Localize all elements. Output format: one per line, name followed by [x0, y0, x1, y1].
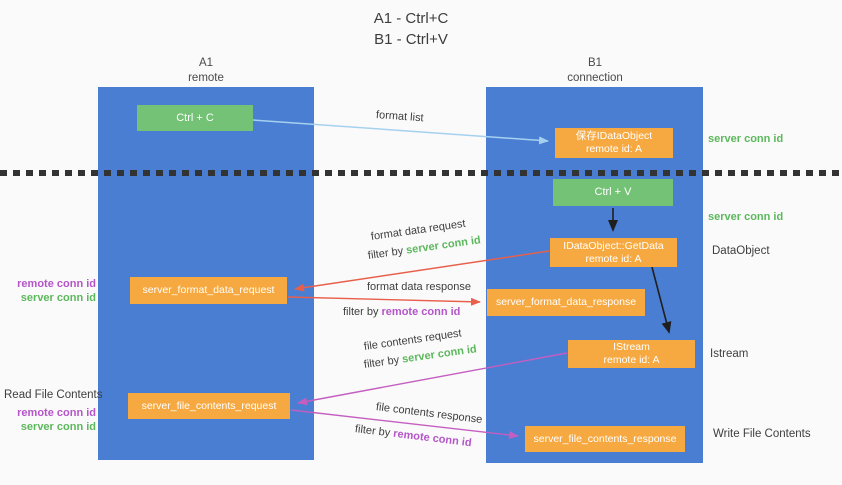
save-dataobject-box: 保存IDataObject remote id: A	[555, 128, 673, 158]
server-file-contents-response-label: server_file_contents_response	[533, 432, 677, 445]
format-data-response-label: format data response	[367, 281, 471, 293]
filter-by-text: filter by	[363, 354, 400, 371]
server-format-data-request-label: server_format_data_request	[142, 284, 275, 296]
write-file-contents-annotation: Write File Contents	[713, 428, 811, 440]
server-conn-id-annotation-mid: server conn id	[708, 211, 784, 223]
read-file-contents-annotation: Read File Contents	[4, 389, 103, 401]
istream-box: IStream remote id: A	[568, 340, 695, 368]
lifeline-b1-name: B1	[587, 57, 603, 69]
server-file-contents-response-box: server_file_contents_response	[525, 426, 685, 452]
server-conn-id-key: server conn id	[401, 343, 478, 366]
server-conn-id-annotation-left-bottom: server conn id	[20, 421, 96, 433]
istream-line1: IStream	[613, 341, 650, 353]
file-contents-response-label: file contents response	[375, 401, 483, 426]
lifeline-header-a1: A1 remote	[146, 56, 266, 86]
server-conn-id-key: server conn id	[405, 234, 482, 257]
title-line-b1: B1 - Ctrl+V	[374, 31, 448, 48]
save-dataobject-text: 保存IDataObject remote id: A	[576, 130, 652, 156]
format-list-label: format list	[375, 109, 424, 125]
ctrl-c-box: Ctrl + C	[137, 105, 253, 131]
filter-by-text: filter by	[354, 423, 391, 440]
server-conn-id-annotation-top: server conn id	[708, 133, 784, 145]
lifeline-a1-role: remote	[188, 72, 224, 84]
server-file-contents-request-label: server_file_contents_request	[141, 399, 277, 412]
save-dataobject-line2: remote id: A	[585, 143, 642, 155]
filter-by-text: filter by	[367, 245, 404, 262]
getdata-line1: IDataObject::GetData	[563, 239, 664, 252]
diagram-title: A1 - Ctrl+C B1 - Ctrl+V	[311, 8, 511, 50]
server-file-contents-request-box: server_file_contents_request	[128, 393, 290, 419]
format-data-response-filter: filter by remote conn id	[343, 306, 460, 318]
remote-conn-id-annotation-top: remote conn id	[17, 278, 96, 290]
istream-text: IStream remote id: A	[603, 341, 659, 367]
remote-conn-id-annotation-bottom: remote conn id	[17, 407, 96, 419]
lifeline-b1-role: connection	[567, 72, 623, 84]
remote-conn-id-key: remote conn id	[392, 427, 473, 450]
ctrl-c-label: Ctrl + C	[176, 111, 214, 124]
ctrl-v-box: Ctrl + V	[553, 179, 673, 206]
filter-by-text: filter by	[343, 306, 379, 318]
arrow-format-data-response	[287, 296, 481, 306]
ctrl-v-label: Ctrl + V	[594, 186, 632, 198]
lifeline-header-b1: B1 connection	[535, 56, 655, 86]
dotted-separator-line	[0, 170, 842, 176]
getdata-box: IDataObject::GetData remote id: A	[550, 238, 677, 267]
istream-annotation: Istream	[710, 348, 749, 360]
server-format-data-response-label: server_format_data_response	[495, 296, 637, 308]
getdata-line2: remote id: A	[585, 252, 642, 265]
getdata-text: IDataObject::GetData remote id: A	[563, 240, 663, 266]
server-conn-id-annotation-left-top: server conn id	[20, 292, 96, 304]
dataobject-annotation: DataObject	[712, 245, 770, 257]
istream-line2: remote id: A	[603, 354, 660, 366]
file-contents-response-filter: filter by remote conn id	[354, 423, 472, 449]
remote-conn-id-key: remote conn id	[381, 306, 461, 318]
title-line-a1: A1 - Ctrl+C	[373, 10, 449, 27]
save-dataobject-line1: 保存IDataObject	[575, 130, 653, 142]
server-format-data-request-box: server_format_data_request	[130, 277, 287, 304]
server-format-data-response-box: server_format_data_response	[487, 289, 645, 316]
lifeline-a1-name: A1	[198, 57, 214, 69]
